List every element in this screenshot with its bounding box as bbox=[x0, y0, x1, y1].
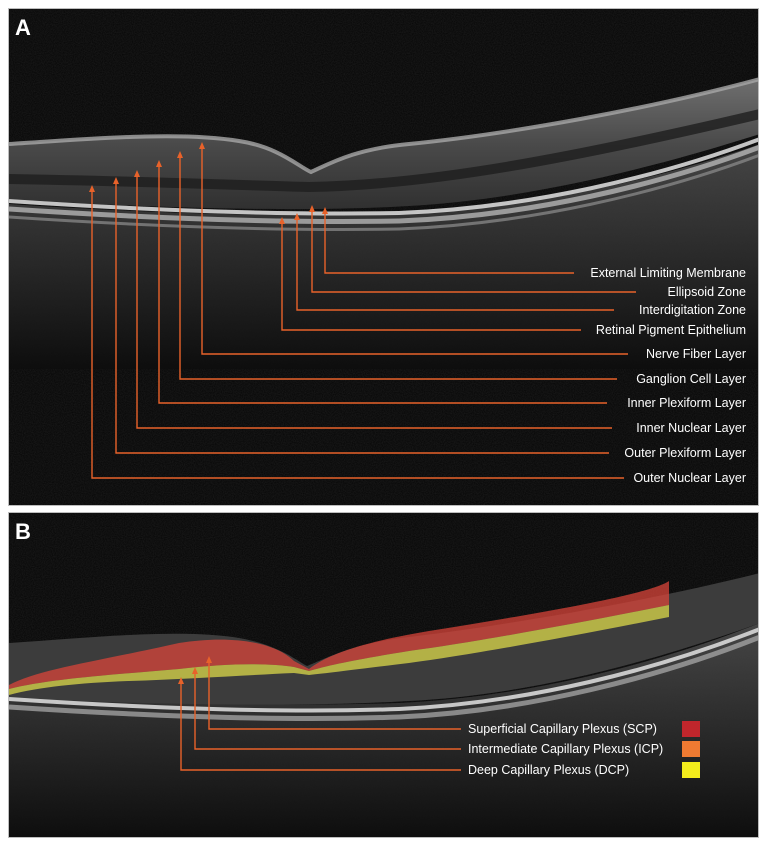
leader-inner-plexiform-layer bbox=[156, 160, 607, 404]
swatch-scp bbox=[682, 721, 700, 737]
label-inner-nuclear-layer: Inner Nuclear Layer bbox=[636, 421, 746, 435]
leader-icp bbox=[192, 667, 461, 750]
leader-lines-b bbox=[178, 656, 461, 771]
oct-scan-a bbox=[9, 9, 758, 505]
leader-ellipsoid-zone bbox=[309, 205, 636, 293]
leader-scp bbox=[206, 656, 461, 730]
label-icp: Intermediate Capillary Plexus (ICP) bbox=[468, 742, 664, 756]
label-ellipsoid-zone: Ellipsoid Zone bbox=[667, 285, 746, 299]
label-outer-nuclear-layer: Outer Nuclear Layer bbox=[633, 471, 746, 485]
leader-outer-nuclear-layer bbox=[89, 185, 624, 479]
oct-scan-b bbox=[9, 513, 758, 837]
leader-dcp bbox=[178, 677, 461, 771]
label-retinal-pigment-epithelium: Retinal Pigment Epithelium bbox=[595, 323, 746, 337]
label-interdigitation-zone: Interdigitation Zone bbox=[638, 303, 746, 317]
label-ganglion-cell-layer: Ganglion Cell Layer bbox=[636, 372, 746, 386]
leader-interdigitation-zone bbox=[294, 213, 614, 311]
swatch-icp bbox=[682, 741, 700, 757]
panel-letter-b: B bbox=[15, 519, 31, 544]
label-inner-plexiform-layer: Inner Plexiform Layer bbox=[627, 396, 746, 410]
leader-retinal-pigment-epithelium bbox=[279, 217, 581, 331]
label-dcp: Deep Capillary Plexus (DCP) bbox=[468, 763, 630, 777]
panel-b: B Superficial Capillary Plexus (SCP) Int… bbox=[8, 512, 759, 838]
label-scp: Superficial Capillary Plexus (SCP) bbox=[468, 722, 657, 736]
leader-ganglion-cell-layer bbox=[177, 151, 617, 380]
swatch-dcp bbox=[682, 762, 700, 778]
leader-external-limiting-membrane bbox=[322, 207, 574, 274]
leader-lines-a bbox=[89, 142, 636, 479]
panel-letter-a: A bbox=[15, 15, 31, 40]
leader-outer-plexiform-layer bbox=[113, 177, 609, 454]
label-outer-plexiform-layer: Outer Plexiform Layer bbox=[624, 446, 746, 460]
label-nerve-fiber-layer: Nerve Fiber Layer bbox=[645, 347, 746, 361]
label-external-limiting-membrane: External Limiting Membrane bbox=[590, 266, 746, 280]
panel-a: A External Limiting Membrane Ellipsoid Z… bbox=[8, 8, 759, 506]
leader-nerve-fiber-layer bbox=[199, 142, 628, 355]
leader-inner-nuclear-layer bbox=[134, 170, 612, 429]
